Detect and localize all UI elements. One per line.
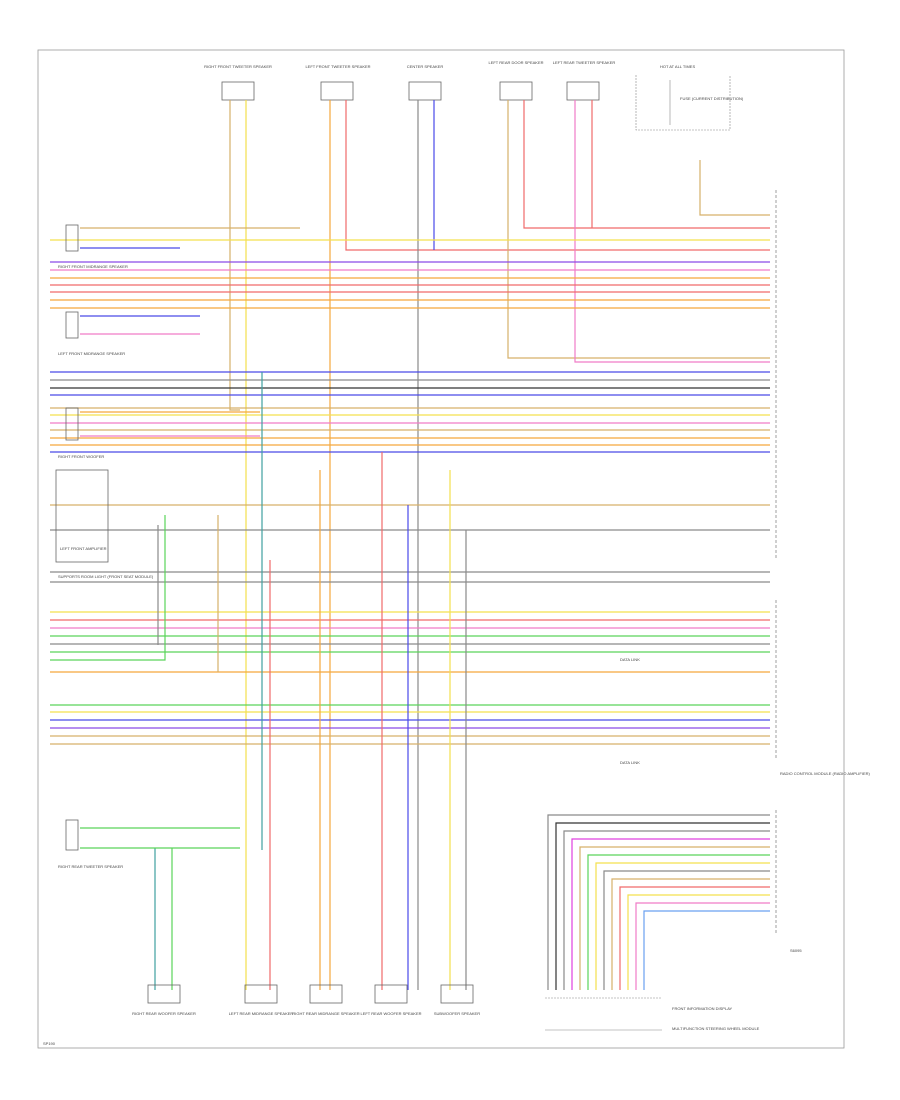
spk-rf-woofer-label: RIGHT FRONT WOOFER <box>58 454 104 459</box>
top-speakers-group: RIGHT FRONT TWEETER SPEAKER LEFT FRONT T… <box>204 60 616 101</box>
wire-lr-door-b <box>523 100 770 229</box>
front-info-box: FRONT INFORMATION DISPLAY MULTIFUNCTION … <box>545 997 760 1031</box>
spk-lf-tweeter: LEFT FRONT TWEETER SPEAKER <box>305 64 371 101</box>
spk-lf-tweeter-label: LEFT FRONT TWEETER SPEAKER <box>305 64 370 69</box>
spk-center: CENTER SPEAKER <box>407 64 444 101</box>
spk-lr-tweeter-label: LEFT REAR TWEETER SPEAKER <box>553 60 616 65</box>
spk-lr-woofer: LEFT REAR WOOFER SPEAKER <box>360 984 422 1016</box>
fuse-box: HOT AT ALL TIMES FUSE (CURRENT DISTRIBUT… <box>635 64 744 131</box>
spk-rr-tweeter-label: RIGHT REAR TWEETER SPEAKER <box>58 864 123 869</box>
radio-module: RADIO CONTROL MODULE (RADIO AMPLIFIER) S… <box>775 190 871 953</box>
hot-at-all-times-label: HOT AT ALL TIMES <box>660 64 695 69</box>
data-link-2: DATA LINK <box>620 760 640 765</box>
spk-lr-mid: LEFT REAR MIDRANGE SPEAKER <box>229 984 294 1016</box>
spk-lr-tweeter: LEFT REAR TWEETER SPEAKER <box>553 60 616 101</box>
wire-lr-door-a <box>507 100 770 359</box>
fan-wire-2 <box>563 830 770 990</box>
spk-rr-mid-label: RIGHT REAR MIDRANGE SPEAKER <box>292 1011 359 1016</box>
fan-wire-5 <box>587 854 770 990</box>
data-link-1: DATA LINK <box>620 657 640 662</box>
diagram-frame <box>37 49 845 1049</box>
spk-rf-mid-label: RIGHT FRONT MIDRANGE SPEAKER <box>58 264 128 269</box>
wires-group <box>50 100 770 990</box>
fan-wire-11 <box>635 902 770 990</box>
footer-code: SP190 <box>43 1041 56 1046</box>
spk-subwoofer: SUBWOOFER SPEAKER <box>434 984 480 1016</box>
wire-rf-tweeter-a <box>229 100 240 411</box>
wire-fuse <box>699 160 770 216</box>
fan-wire-9 <box>619 886 770 990</box>
fan-wire-7 <box>603 870 770 990</box>
wire-lf-tweeter-b <box>345 100 770 251</box>
fan-wire-6 <box>595 862 770 990</box>
spk-lf-mid-label: LEFT FRONT MIDRANGE SPEAKER <box>58 351 125 356</box>
wire-amp-a <box>50 515 166 661</box>
spk-rf-mid: RIGHT FRONT MIDRANGE SPEAKER <box>58 224 128 269</box>
spk-rr-mid: RIGHT REAR MIDRANGE SPEAKER <box>292 984 360 1016</box>
spk-lf-mid: LEFT FRONT MIDRANGE SPEAKER <box>58 311 125 356</box>
spk-rf-woofer: RIGHT FRONT WOOFER <box>58 407 104 459</box>
fan-wire-3 <box>571 838 770 990</box>
spk-rf-tweeter: RIGHT FRONT TWEETER SPEAKER <box>204 64 272 101</box>
amplifier-sub-label: SUPPORTS ROOM LIGHT (FRONT SEAT MODULE) <box>58 574 154 579</box>
fan-wire-4 <box>579 846 770 990</box>
amplifier-box: LEFT FRONT AMPLIFIER SUPPORTS ROOM LIGHT… <box>55 469 154 579</box>
spk-center-label: CENTER SPEAKER <box>407 64 444 69</box>
spk-rr-tweeter: RIGHT REAR TWEETER SPEAKER <box>58 819 123 869</box>
spk-lr-mid-label: LEFT REAR MIDRANGE SPEAKER <box>229 1011 294 1016</box>
spk-lr-door-label: LEFT REAR DOOR SPEAKER <box>488 60 543 65</box>
multifunction-label: MULTIFUNCTION STEERING WHEEL MODULE <box>672 1026 760 1031</box>
fan-wire-12 <box>643 910 770 990</box>
spk-subwoofer-label: SUBWOOFER SPEAKER <box>434 1011 480 1016</box>
fan-wire-8 <box>611 878 770 990</box>
spk-rf-tweeter-label: RIGHT FRONT TWEETER SPEAKER <box>204 64 272 69</box>
figure-code: S6095 <box>790 948 802 953</box>
spk-rr-woofer-label: RIGHT REAR WOOFER SPEAKER <box>132 1011 196 1016</box>
fan-wire-1 <box>555 822 770 990</box>
spk-lr-woofer-label: LEFT REAR WOOFER SPEAKER <box>360 1011 421 1016</box>
fan-wire-0 <box>547 814 770 990</box>
spk-lr-door: LEFT REAR DOOR SPEAKER <box>488 60 544 101</box>
front-info-label: FRONT INFORMATION DISPLAY <box>672 1006 733 1011</box>
spk-rr-woofer: RIGHT REAR WOOFER SPEAKER <box>132 984 196 1016</box>
fan-wire-10 <box>627 894 770 990</box>
wire-lr-tweeter-a <box>574 100 770 363</box>
amplifier-label: LEFT FRONT AMPLIFIER <box>60 546 107 551</box>
radio-module-label: RADIO CONTROL MODULE (RADIO AMPLIFIER) <box>780 771 871 776</box>
fuse-label: FUSE (CURRENT DISTRIBUTION) <box>680 96 744 101</box>
